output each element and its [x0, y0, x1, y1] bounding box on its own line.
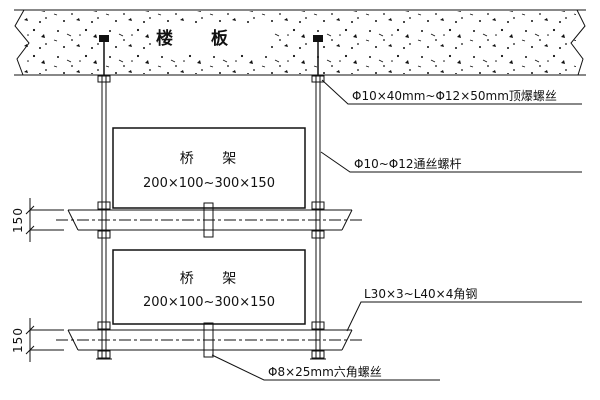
dim-upper-tick-bottom	[25, 225, 35, 235]
dim-lower-tick-top	[25, 325, 35, 335]
dimension-upper: 150	[11, 198, 64, 242]
support-1-nut-left-top	[97, 201, 111, 210]
concrete-hatching	[24, 11, 576, 74]
callout-threaded-rod: Φ10~Φ12通丝螺杆	[320, 151, 582, 173]
tray-1-size: 200×100~300×150	[143, 176, 275, 191]
leader-threaded-rod	[320, 151, 582, 173]
anchor-bolt-label: Φ10×40mm~Φ12×50mm顶爆螺丝	[352, 89, 557, 103]
threaded-rod-label: Φ10~Φ12通丝螺杆	[354, 157, 462, 171]
angle-steel-label: L30×3~L40×4角钢	[364, 287, 477, 301]
support-1-nut-right-top	[311, 201, 325, 210]
expansion-anchor-right	[313, 35, 323, 42]
threaded-rod-right	[310, 35, 326, 360]
support-2-nut-left-bottom	[97, 350, 111, 359]
dim-lower-tick-bottom	[25, 345, 35, 355]
slab-label: 楼 板	[156, 28, 244, 49]
support-2-nut-right-bottom	[311, 350, 325, 359]
support-1-nut-left-bottom	[97, 230, 111, 239]
expansion-anchor-left	[99, 35, 109, 42]
leader-hex-bolt	[211, 354, 440, 381]
dimension-lower: 150	[11, 318, 64, 362]
slab-label-mask	[160, 24, 270, 50]
hex-bolt-symbol-1	[203, 202, 214, 238]
leader-angle-steel	[346, 301, 582, 332]
threaded-rod-left	[96, 35, 112, 360]
hex-bolt-symbol-2	[203, 322, 214, 358]
angle-steel-support-2	[56, 321, 364, 359]
dim-upper-text: 150	[11, 207, 25, 233]
support-1-nut-right-bottom	[311, 230, 325, 239]
hex-bolt-label: Φ8×25mm六角螺丝	[268, 365, 382, 379]
tray-2-size: 200×100~300×150	[143, 295, 275, 310]
leader-anchor-bolt	[321, 79, 582, 105]
support-2-nut-right-top	[311, 321, 325, 330]
cable-tray-1: 桥 架 200×100~300×150	[112, 127, 306, 209]
callout-anchor-bolt: Φ10×40mm~Φ12×50mm顶爆螺丝	[321, 79, 582, 105]
slab-break-line-right	[570, 9, 586, 76]
support-2-nut-left-top	[97, 321, 111, 330]
rod-nut-under-slab-left	[97, 75, 111, 83]
tray-1-name: 桥 架	[180, 151, 248, 167]
dim-lower-text: 150	[11, 327, 25, 353]
bolt-1-shaft	[203, 202, 214, 238]
angle-steel-support-1	[56, 201, 364, 239]
cable-tray-2: 桥 架 200×100~300×150	[112, 249, 306, 325]
callout-angle-steel: L30×3~L40×4角钢	[346, 287, 582, 332]
floor-slab: 楼 板	[14, 9, 586, 76]
bolt-2-shaft	[203, 322, 214, 358]
slab-break-line-left	[14, 9, 30, 76]
tray-2-outline	[112, 249, 306, 325]
tray-1-outline	[112, 127, 306, 209]
callout-hex-bolt: Φ8×25mm六角螺丝	[211, 354, 440, 381]
dim-upper-tick-top	[25, 205, 35, 215]
tray-2-name: 桥 架	[180, 271, 248, 287]
rod-nut-under-slab-right	[311, 75, 325, 83]
